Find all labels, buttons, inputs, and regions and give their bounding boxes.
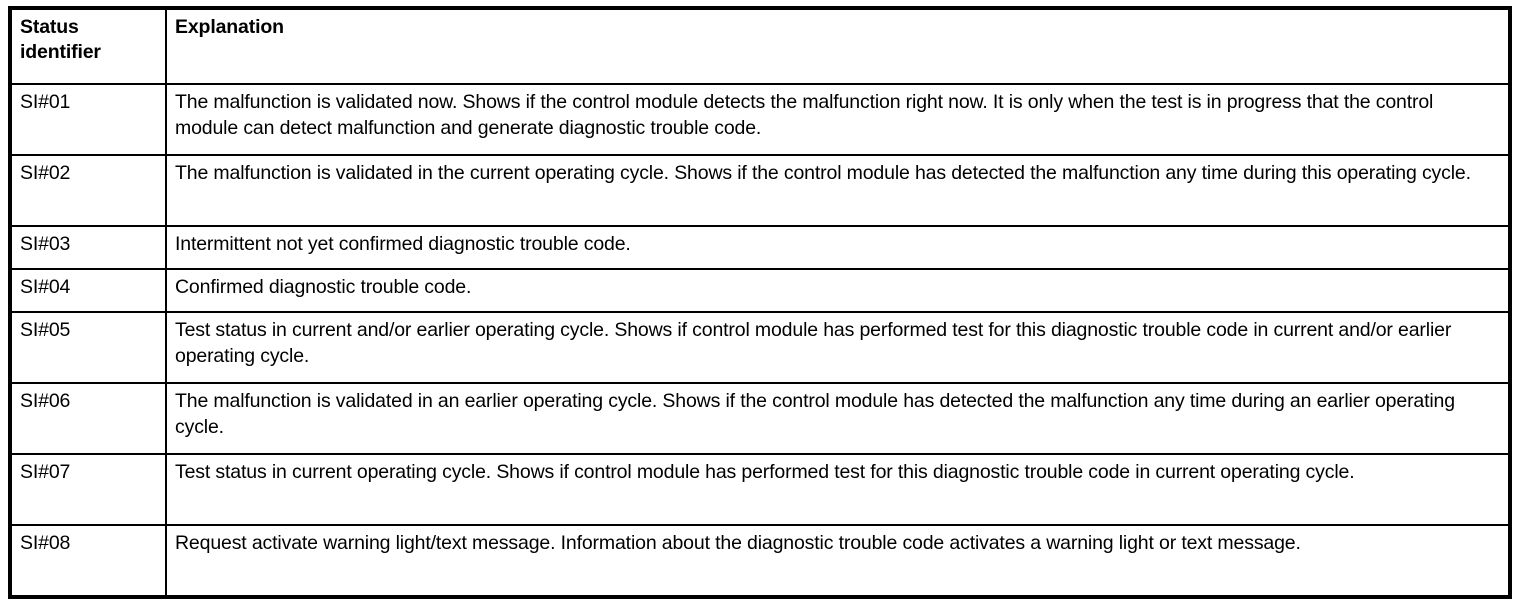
table-row: SI#06 The malfunction is validated in an… [9, 382, 1511, 455]
cell-explanation: Request activate warning light/text mess… [165, 524, 1511, 598]
table-body: SI#01 The malfunction is validated now. … [9, 83, 1511, 598]
column-header-status-identifier-line1: Status [20, 16, 79, 38]
table-row: SI#03 Intermittent not yet confirmed dia… [9, 225, 1511, 270]
cell-explanation: The malfunction is validated in an earli… [165, 382, 1511, 455]
cell-explanation: Test status in current operating cycle. … [165, 453, 1511, 526]
cell-status-identifier: SI#07 [9, 453, 167, 526]
cell-status-identifier: SI#04 [9, 268, 167, 313]
cell-explanation: Intermittent not yet confirmed diagnosti… [165, 225, 1511, 270]
cell-explanation: Test status in current and/or earlier op… [165, 311, 1511, 384]
cell-explanation: The malfunction is validated now. Shows … [165, 83, 1511, 156]
table-row: SI#04 Confirmed diagnostic trouble code. [9, 268, 1511, 313]
table-row: SI#07 Test status in current operating c… [9, 453, 1511, 526]
table-row: SI#01 The malfunction is validated now. … [9, 83, 1511, 156]
cell-status-identifier: SI#08 [9, 524, 167, 598]
cell-status-identifier: SI#01 [9, 83, 167, 156]
column-header-status-identifier-line2: identifier [20, 40, 101, 63]
cell-explanation: The malfunction is validated in the curr… [165, 154, 1511, 227]
column-header-explanation: Explanation [165, 7, 1511, 85]
cell-status-identifier: SI#05 [9, 311, 167, 384]
cell-status-identifier: SI#06 [9, 382, 167, 455]
cell-status-identifier: SI#02 [9, 154, 167, 227]
cell-status-identifier: SI#03 [9, 225, 167, 270]
table-row: SI#02 The malfunction is validated in th… [9, 154, 1511, 227]
cell-explanation: Confirmed diagnostic trouble code. [165, 268, 1511, 313]
table-row: SI#05 Test status in current and/or earl… [9, 311, 1511, 384]
table-row: SI#08 Request activate warning light/tex… [9, 524, 1511, 598]
